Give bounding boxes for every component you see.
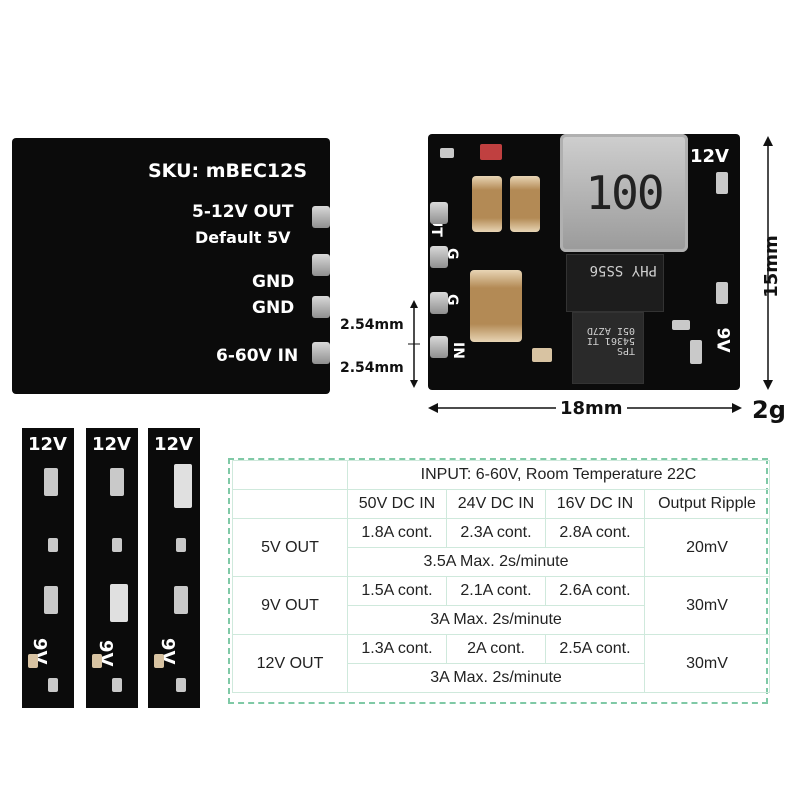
smd-pad — [112, 678, 122, 692]
table-header: INPUT: 6-60V, Room Temperature 22C — [347, 460, 770, 490]
height-label: 15mm — [760, 235, 782, 298]
default-label: Default 5V — [195, 228, 291, 247]
pitch-marker — [408, 300, 420, 388]
board-variant-strip: 12V 9V — [86, 428, 138, 708]
capacitor — [472, 176, 502, 232]
pad-in — [312, 342, 330, 364]
column-header: Output Ripple — [644, 489, 770, 519]
pad-out — [312, 206, 330, 228]
weight-label: 2g — [752, 396, 786, 424]
front-pad-in — [430, 336, 448, 358]
smd-pad — [44, 468, 58, 496]
solder-bridge — [174, 464, 192, 508]
smd-capacitor — [28, 654, 38, 668]
smd-pad — [176, 538, 186, 552]
table-row: 12V OUT 1.3A cont. 2A cont. 2.5A cont. 3… — [232, 634, 770, 693]
diode-chip: PHY SS56 — [566, 254, 664, 312]
table-cell: 2.8A cont. — [545, 518, 645, 548]
row-label: 12V OUT — [232, 634, 348, 693]
smd-resistor — [672, 320, 690, 330]
pad-gnd-1 — [312, 254, 330, 276]
table-row: 9V OUT 1.5A cont. 2.1A cont. 2.6A cont. … — [232, 576, 770, 635]
table-cell: 2.5A cont. — [545, 634, 645, 664]
table-cell: 1.3A cont. — [347, 634, 447, 664]
smd-pad — [110, 468, 124, 496]
smd-pad — [48, 678, 58, 692]
table-row: 3A Max. 2s/minute — [233, 663, 770, 693]
table-column-row: 50V DC IN 24V DC IN 16V DC IN Output Rip… — [232, 489, 770, 519]
gnd-label-2: GND — [252, 298, 295, 318]
inductor-label: 100 — [585, 166, 664, 220]
column-header: 16V DC IN — [545, 489, 645, 519]
capacitor — [510, 176, 540, 232]
regulator-ic: TPS 54361 TI 05I AZ7D — [572, 312, 644, 384]
board-variant-strip: 12V 9V — [22, 428, 74, 708]
column-header: 50V DC IN — [347, 489, 447, 519]
max-cell: 3.5A Max. 2s/minute — [347, 547, 645, 577]
smd-capacitor — [154, 654, 164, 668]
table-cell: 2.1A cont. — [446, 576, 546, 606]
in-label: 6-60V IN — [216, 346, 299, 366]
width-label: 18mm — [556, 398, 627, 419]
table-cell: 2.6A cont. — [545, 576, 645, 606]
table-corner-cell — [232, 460, 348, 490]
strip-top-label: 12V — [154, 434, 193, 455]
smd-capacitor — [532, 348, 552, 362]
regulator-label: TPS 54361 TI 05I AZ7D — [586, 325, 635, 356]
inductor: 100 — [560, 134, 688, 252]
smd-pad — [174, 586, 188, 614]
height-dimension — [763, 136, 773, 390]
ripple-cell: 30mV — [644, 634, 770, 693]
front-pad-g1 — [430, 246, 448, 268]
voltage-12v-label: 12V — [690, 146, 729, 167]
smd-pad — [44, 586, 58, 614]
pitch-label-1: 2.54mm — [340, 317, 404, 333]
table-row: 3A Max. 2s/minute — [233, 605, 770, 635]
table-cell — [232, 489, 348, 519]
gnd-label-1: GND — [252, 272, 295, 292]
voltage-9v-label: 9V — [712, 327, 733, 353]
out-label: 5-12V OUT — [192, 202, 294, 222]
spec-table: INPUT: 6-60V, Room Temperature 22C 50V D… — [232, 460, 770, 693]
smd-pad — [112, 538, 122, 552]
table-cell: 2.3A cont. — [446, 518, 546, 548]
pcb-back — [12, 138, 330, 394]
sku-label: SKU: mBEC12S — [148, 160, 308, 182]
max-cell: 3A Max. 2s/minute — [347, 663, 645, 693]
diode-label: PHY SS56 — [589, 262, 657, 278]
strip-top-label: 12V — [28, 434, 67, 455]
smd-capacitor — [92, 654, 102, 668]
smd-pad — [716, 172, 728, 194]
pad-gnd-2 — [312, 296, 330, 318]
capacitor — [470, 270, 522, 342]
front-pad-out — [430, 202, 448, 224]
smd-led — [480, 144, 502, 160]
max-cell: 3A Max. 2s/minute — [347, 605, 645, 635]
smd-led — [440, 148, 454, 158]
smd-pad — [716, 282, 728, 304]
row-label: 9V OUT — [232, 576, 348, 635]
column-header: 24V DC IN — [446, 489, 546, 519]
strip-top-label: 12V — [92, 434, 131, 455]
table-cell: 1.8A cont. — [347, 518, 447, 548]
board-variant-strip: 12V 9V — [148, 428, 200, 708]
ripple-cell: 30mV — [644, 576, 770, 635]
smd-pad — [176, 678, 186, 692]
smd-pad — [48, 538, 58, 552]
front-pad-g2 — [430, 292, 448, 314]
table-cell: 2A cont. — [446, 634, 546, 664]
pitch-label-2: 2.54mm — [340, 360, 404, 376]
table-header-row: INPUT: 6-60V, Room Temperature 22C — [232, 460, 770, 490]
smd-resistor — [690, 340, 702, 364]
table-row: 5V OUT 1.8A cont. 2.3A cont. 2.8A cont. … — [232, 518, 770, 577]
table-cell: 1.5A cont. — [347, 576, 447, 606]
ripple-cell: 20mV — [644, 518, 770, 577]
row-label: 5V OUT — [232, 518, 348, 577]
solder-bridge — [110, 584, 128, 622]
pin-in-label: IN — [450, 342, 466, 359]
